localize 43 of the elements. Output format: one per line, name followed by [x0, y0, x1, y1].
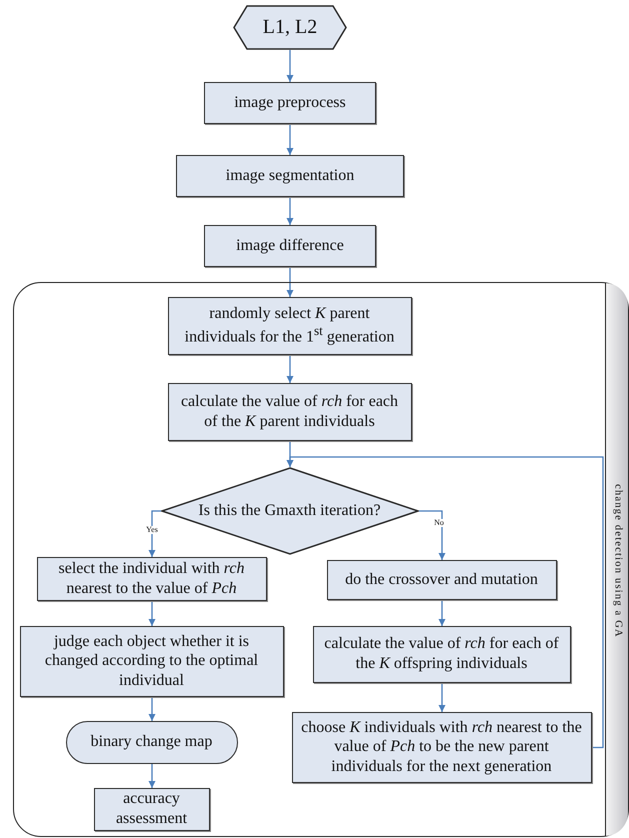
process-box [168, 382, 412, 440]
arrow [286, 124, 294, 155]
arrow [419, 510, 446, 560]
process-box [94, 788, 210, 830]
step-text: do the crossover and mutation [344, 570, 539, 590]
process-box [204, 225, 376, 267]
group-label: change detection using a GA [612, 484, 624, 638]
process-box [204, 82, 376, 124]
process-box [168, 296, 412, 354]
process-box [292, 712, 592, 782]
step-text: image segmentation [224, 166, 356, 186]
arrow [148, 510, 161, 557]
step-text: calculate the value of rch for each of the K parent individuals [180, 392, 400, 432]
terminal-pill [66, 720, 238, 764]
group-frame [13, 282, 629, 837]
edge-label: Yes [145, 526, 159, 534]
step-text: judge each object whether it is changed according to the optimal individual [44, 632, 260, 690]
step-text: image difference [235, 236, 345, 256]
step-text: calculate the value of rch for each of the K offspring individuals [323, 634, 560, 674]
process-box [36, 556, 266, 600]
step-text: randomly select K parent individuals for the 1$^{st}$ generation [184, 304, 396, 348]
arrow [148, 697, 156, 721]
process-box [20, 626, 284, 696]
process-box [176, 155, 404, 197]
edge-label: No [433, 519, 445, 527]
process-box [326, 560, 556, 600]
step-text: accuracy assessment [114, 789, 188, 829]
arrow [286, 355, 294, 383]
step-text: L1, L2 [262, 15, 318, 40]
arrow [438, 683, 446, 712]
step-text: image preprocess [233, 93, 347, 113]
arrow [438, 600, 446, 626]
process-box [312, 626, 570, 682]
arrow [148, 601, 156, 626]
arrow [286, 267, 294, 297]
step-text: binary change map [90, 732, 214, 752]
step-text: choose K individuals with rch nearest to the value of Pch to be the new parent individuals for the next generation [300, 718, 583, 776]
arrow [148, 764, 156, 788]
arrow [286, 50, 294, 82]
step-text: select the individual with rch nearest to the value of Pch [57, 558, 246, 598]
arrow [286, 456, 604, 748]
arrow [286, 197, 294, 225]
decision-text: Is this the Gmaxth iteration? [197, 500, 382, 520]
